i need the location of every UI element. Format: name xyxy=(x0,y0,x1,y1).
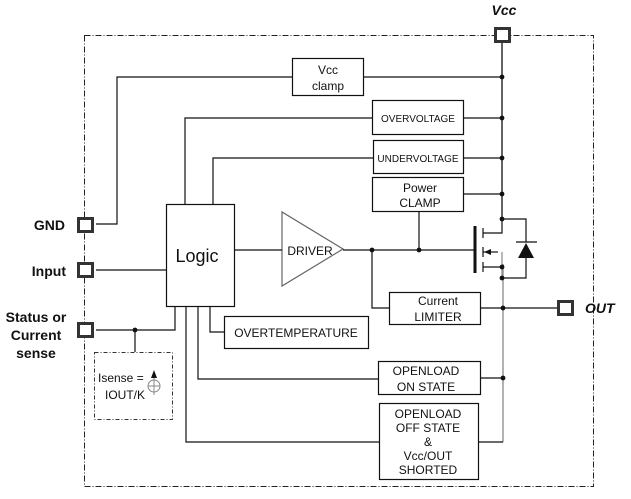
undervoltage-block xyxy=(372,139,465,175)
openload-off-label-3: & xyxy=(424,435,432,449)
status-pin xyxy=(77,322,94,338)
driver-amplifier xyxy=(281,210,345,288)
overtemperature-label: OVERTEMPERATURE xyxy=(234,326,358,340)
out-label: OUT xyxy=(585,300,616,316)
gnd-label: GND xyxy=(34,217,65,233)
power-clamp-label-1: Power xyxy=(403,181,437,195)
vcc-clamp-label-1: Vcc xyxy=(318,63,338,77)
status-label-2: Current xyxy=(11,327,62,343)
wire-logic-overvoltage xyxy=(184,117,372,204)
undervoltage-label: UNDERVOLTAGE xyxy=(377,154,458,165)
vcc-clamp-label-2: clamp xyxy=(312,79,344,93)
openload-off-label-1: OPENLOAD xyxy=(395,407,462,421)
vcc-label: Vcc xyxy=(492,2,517,18)
openload-off-label-2: OFF STATE xyxy=(396,421,460,435)
overtemperature-block xyxy=(223,315,370,350)
openload-on-label-2: ON STATE xyxy=(397,380,455,394)
diode-bottom-wire xyxy=(502,258,527,279)
status-label-3: sense xyxy=(16,345,56,361)
current-source-icon xyxy=(147,370,161,395)
gnd-pin xyxy=(77,217,94,233)
logic-label: Logic xyxy=(175,246,218,266)
isense-label-2: IOUT/K xyxy=(105,388,145,402)
input-label: Input xyxy=(32,263,67,279)
input-pin xyxy=(77,262,94,278)
driver-label: DRIVER xyxy=(287,244,333,258)
isense-block xyxy=(94,352,173,420)
openload-off-label-5: SHORTED xyxy=(399,463,458,477)
logic-block xyxy=(165,203,236,308)
isense-label-1: Isense = xyxy=(98,371,144,385)
overvoltage-label: OVERVOLTAGE xyxy=(381,114,455,125)
out-pin xyxy=(557,300,574,316)
current-limiter-label-1: Current xyxy=(418,294,459,308)
wire-logic-undervoltage xyxy=(212,157,373,204)
mosfet-arrow xyxy=(484,249,491,255)
openload-off-label-4: Vcc/OUT xyxy=(404,449,453,463)
wire-status-logic xyxy=(96,307,176,331)
openload-on-label-1: OPENLOAD xyxy=(393,364,460,378)
wire-logic-openload-on xyxy=(197,307,378,380)
diode-top-wire xyxy=(502,218,527,242)
power-clamp-block xyxy=(371,176,465,213)
vcc-clamp-block xyxy=(291,57,365,97)
wire-gate-current-limiter xyxy=(371,250,389,309)
wire-logic-openload-off xyxy=(185,307,379,443)
wire-gnd-vcc-clamp xyxy=(96,76,292,225)
current-limiter-block xyxy=(388,291,482,326)
overvoltage-block xyxy=(371,99,465,136)
power-clamp-label-2: CLAMP xyxy=(399,196,440,210)
status-label-1: Status or xyxy=(6,309,67,325)
current-limiter-label-2: LIMITER xyxy=(414,310,462,324)
diode-icon xyxy=(518,243,534,258)
openload-off-block xyxy=(378,402,480,481)
wire-logic-overtemperature xyxy=(209,307,224,333)
mosfet-drain xyxy=(483,218,503,234)
vcc-pin xyxy=(494,27,511,43)
openload-on-block xyxy=(377,360,482,396)
junction-dots xyxy=(132,74,506,381)
